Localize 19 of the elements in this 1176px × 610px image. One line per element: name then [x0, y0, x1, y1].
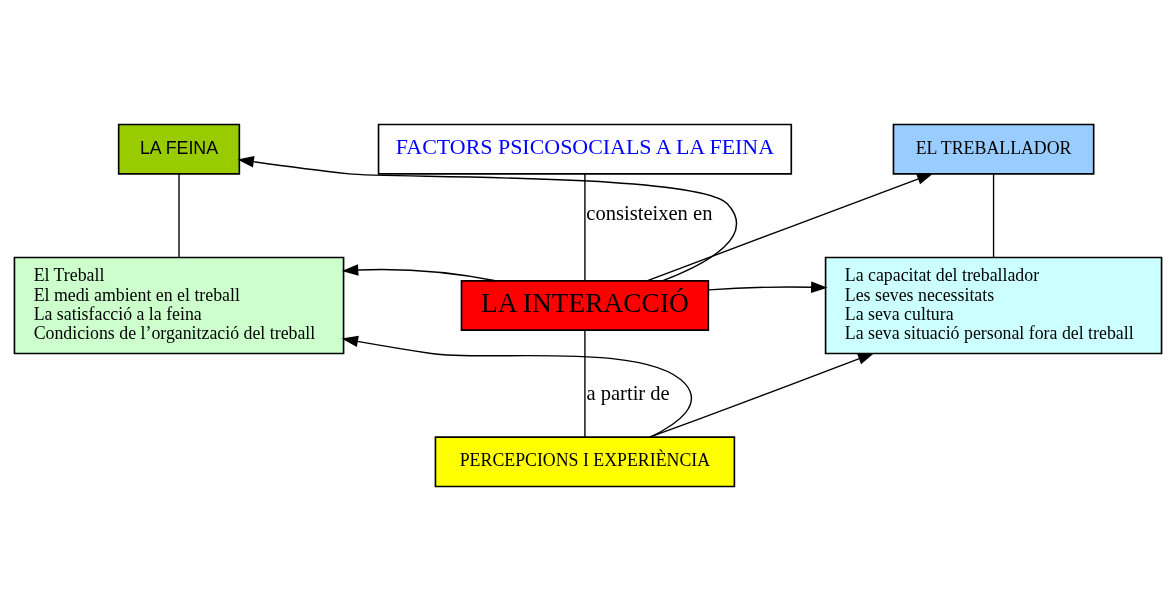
connector: [178, 172, 180, 258]
arrow: [646, 172, 934, 281]
node-box: EL TREBALLADOR: [892, 123, 1095, 175]
arrow: [648, 352, 875, 438]
arrow: [707, 280, 828, 293]
connector: [584, 329, 586, 438]
arrow: [341, 263, 497, 281]
arrow: [341, 335, 693, 438]
node-box: LA INTERACCIÓ: [460, 279, 710, 331]
arrow: [237, 155, 737, 281]
node-box: El Treball El medi ambient en el treball La satisfacció a la feina Condicions de l’organització del treball: [13, 256, 345, 354]
connector: [992, 172, 995, 258]
node-box: LA FEINA: [117, 123, 241, 175]
edge-label: a partir de: [586, 381, 670, 404]
edge-label: consisteixen en: [586, 201, 713, 224]
node-box: PERCEPCIONS I EXPERIÈNCIA: [434, 435, 736, 487]
node-box: FACTORS PSICOSOCIALS A LA FEINA: [377, 123, 793, 175]
node-box: La capacitat del treballador Les seves necessitats La seva cultura La seva situació personal fora del treball: [824, 256, 1163, 354]
connector: [584, 172, 586, 281]
